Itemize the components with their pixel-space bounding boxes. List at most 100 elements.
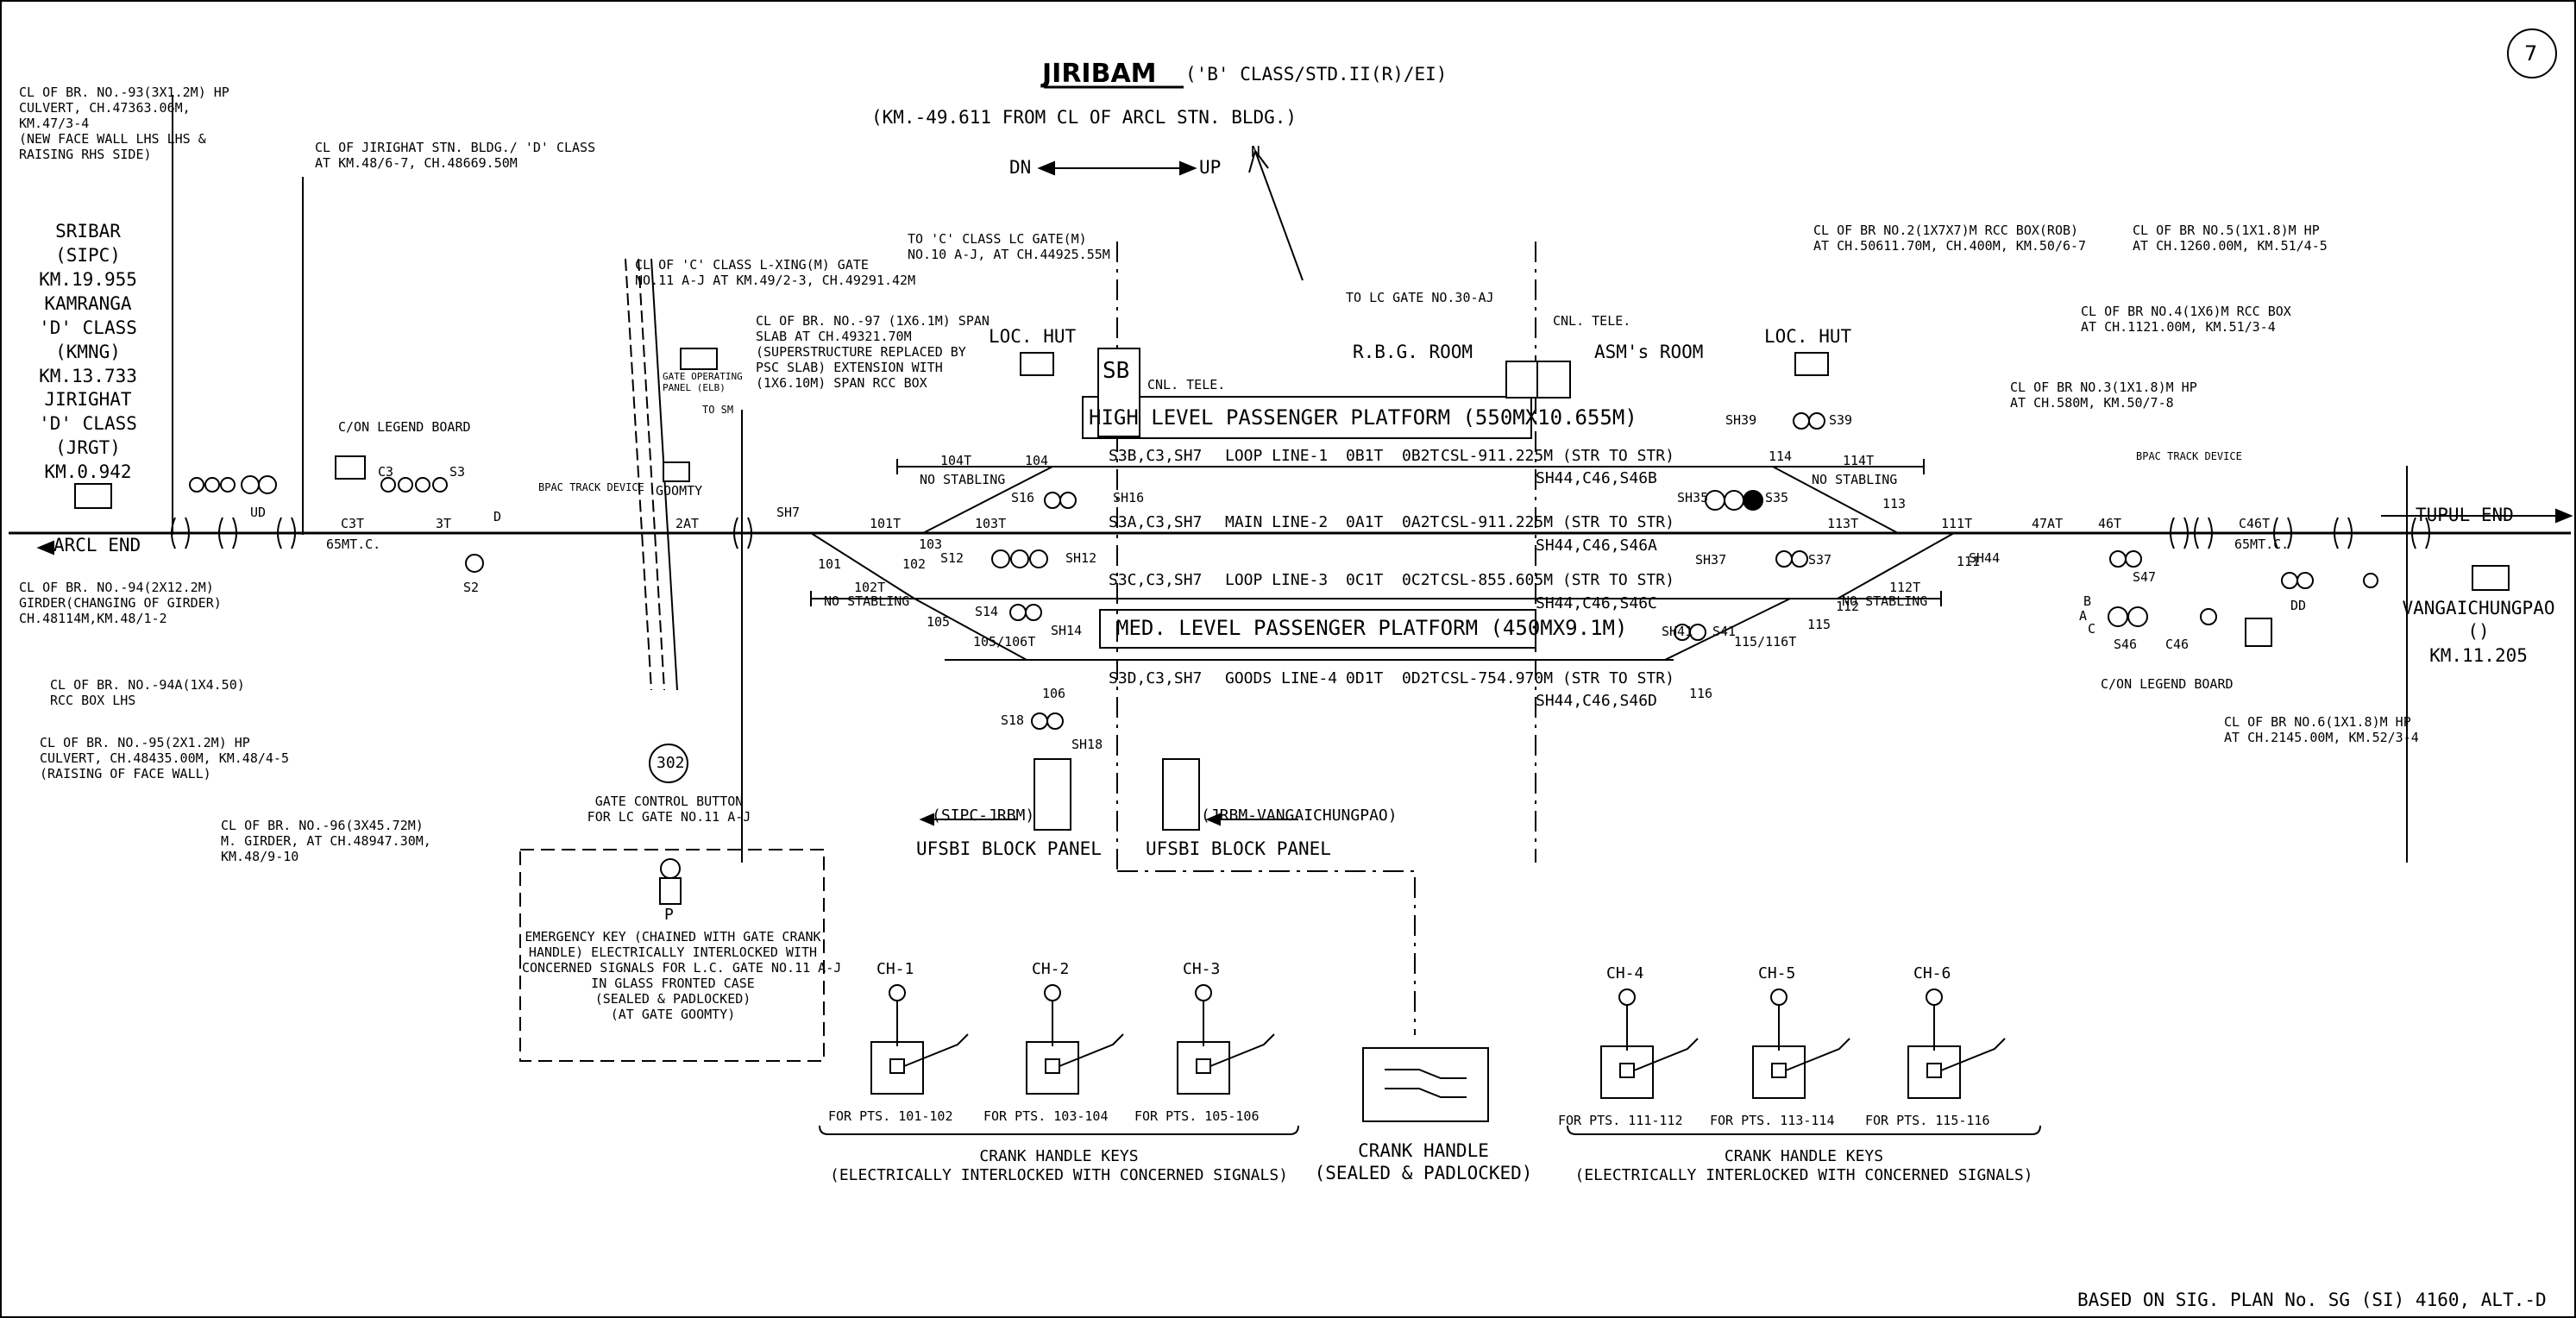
signal-label: SH14	[1051, 623, 1083, 638]
station-title: JIRIBAM	[1042, 59, 1157, 89]
track-circuit-label: 102T	[854, 580, 886, 595]
crank-key-id: CH-1	[876, 960, 914, 978]
crank-key-id: CH-5	[1758, 964, 1796, 982]
track-circuit-label: 65MT.C.	[2234, 537, 2290, 552]
point-number-label: 106	[1042, 686, 1066, 701]
crank-keys-note-left: (ELECTRICALLY INTERLOCKED WITH CONCERNED…	[829, 1166, 1288, 1184]
no-stabling-2: NO STABLING	[824, 593, 910, 609]
crank-key-ring	[1770, 988, 1787, 1006]
crank-key-id: CH-6	[1913, 964, 1951, 982]
point-number-label: 102	[902, 556, 927, 572]
signal-label: S12	[940, 550, 964, 566]
crank-key-ring	[1044, 984, 1061, 1001]
signal-label: S41	[1712, 624, 1737, 639]
line3-route: S3C,C3,SH7	[1109, 571, 1203, 589]
signal-label: S37	[1808, 552, 1832, 568]
note-br3: CL OF BR NO.3(1X1.8)M HP AT CH.580M, KM.…	[2010, 380, 2197, 411]
crank-key-ring	[1618, 988, 1636, 1006]
line1-csl: CSL-911.225M (STR TO STR)	[1441, 447, 1674, 465]
station-km: (KM.-49.611 FROM CL OF ARCL STN. BLDG.)	[871, 107, 1297, 128]
legend-board-right	[2245, 618, 2272, 647]
line3-tracks: 0C1T 0C2T	[1346, 571, 1440, 589]
north-label: N	[1251, 143, 1260, 161]
no-stabling-4: NO STABLING	[1842, 593, 1928, 609]
station-marker-right	[2472, 565, 2510, 591]
crank-keys-title-left: CRANK HANDLE KEYS	[979, 1147, 1139, 1165]
point-number-label: 101	[818, 556, 842, 572]
rbg-room-box	[1505, 361, 1540, 399]
signal-heads	[189, 412, 2378, 730]
loc-hut-left-box	[1020, 352, 1054, 376]
line4-name: GOODS LINE-4	[1225, 669, 1338, 687]
signal-label: SH16	[1113, 490, 1145, 505]
track-circuit-label: C3T	[341, 516, 365, 531]
legend-board-left	[335, 455, 366, 480]
goomty-box	[663, 461, 690, 482]
track-circuit-label: 115/116T	[1734, 634, 1797, 650]
sheet-number: 7	[2524, 41, 2538, 66]
track-circuit-label: 47AT	[2032, 516, 2064, 531]
note-lxing: CL OF 'C' CLASS L-XING(M) GATE NO.11 A-J…	[635, 257, 916, 288]
signal-label: S14	[975, 604, 999, 619]
note-br93: CL OF BR. NO.-93(3X1.2M) HP CULVERT, CH.…	[19, 85, 229, 162]
track-circuit-label: 111T	[1941, 516, 1973, 531]
cnl-tele-left: CNL. TELE.	[1147, 377, 1226, 392]
signal-label: SH18	[1071, 737, 1103, 752]
signal-label: SH35	[1677, 490, 1709, 505]
line1-name: LOOP LINE-1	[1225, 447, 1329, 465]
line2-csl: CSL-911.225M (STR TO STR)	[1441, 513, 1674, 531]
crank-key-ring	[1195, 984, 1212, 1001]
block-panel-right: UFSBI BLOCK PANEL	[1146, 838, 1331, 859]
high-level-platform-outline	[1082, 396, 1532, 439]
crank-key-box	[870, 1041, 924, 1095]
track-circuit-label: 112T	[1889, 580, 1921, 595]
track-circuit-label: 113T	[1827, 516, 1859, 531]
crank-key-ring	[889, 984, 906, 1001]
crank-key-id: CH-2	[1032, 960, 1070, 978]
bpac-left-label: BPAC TRACK DEVICE	[538, 481, 644, 493]
signal-label: C46	[2165, 637, 2190, 652]
line2-route-back: SH44,C46,S46A	[1536, 537, 1657, 555]
signal-label: S35	[1765, 490, 1789, 505]
point-number-label: 103	[919, 537, 943, 552]
signal-label: S3	[449, 464, 466, 480]
bpac-right-label: BPAC TRACK DEVICE	[2136, 450, 2242, 462]
crank-keys-note-right: (ELECTRICALLY INTERLOCKED WITH CONCERNED…	[1574, 1166, 2033, 1184]
point-number-label: 105	[927, 614, 951, 630]
point-number-label: 111	[1957, 554, 1981, 569]
ml-platform-label: MED. LEVEL PASSENGER PLATFORM (450MX9.1M…	[1116, 616, 1628, 640]
crank-key-points: FOR PTS. 101-102	[828, 1108, 953, 1124]
crank-key-points: FOR PTS. 115-116	[1865, 1113, 1990, 1128]
signal-label: DD	[2290, 598, 2307, 613]
track-circuit-label: 103T	[975, 516, 1007, 531]
signal-label: S39	[1829, 412, 1853, 428]
c-on-legend-right: C/ON LEGEND BOARD	[2101, 676, 2234, 692]
ufsbi-block-panel-right-box	[1162, 758, 1200, 831]
signal-label: SH37	[1695, 552, 1727, 568]
crank-key-id: CH-3	[1183, 960, 1221, 978]
crank-key-points: FOR PTS. 103-104	[983, 1108, 1109, 1124]
crank-key-box	[1600, 1045, 1654, 1099]
track-circuit-label: 46T	[2098, 516, 2122, 531]
track-circuit-label: 65MT.C.	[326, 537, 381, 552]
line2-route: S3A,C3,SH7	[1109, 513, 1203, 531]
point-number-label: 112	[1836, 599, 1860, 614]
line3-name: LOOP LINE-3	[1225, 571, 1329, 589]
footer-note: BASED ON SIG. PLAN No. SG (SI) 4160, ALT…	[2077, 1290, 2547, 1310]
crossover-101-102	[810, 532, 915, 599]
point-number-label: 113	[1882, 496, 1907, 512]
note-to-c-class: TO 'C' CLASS LC GATE(M) NO.10 A-J, AT CH…	[908, 231, 1110, 262]
crank-keys-title-right: CRANK HANDLE KEYS	[1724, 1147, 1884, 1165]
sheet-number-circle	[2507, 28, 2557, 78]
crossover-115-116	[1664, 598, 1791, 661]
station-class: ('B' CLASS/STD.II(R)/EI)	[1185, 64, 1448, 85]
signal-label: S18	[1001, 712, 1025, 728]
crank-key-ring	[1926, 988, 1943, 1006]
signal-label: SH44	[1969, 550, 2001, 566]
loc-hut-right: LOC. HUT	[1764, 326, 1852, 347]
line4-route-back: SH44,C46,S46D	[1536, 692, 1657, 710]
crossover-105-106	[914, 598, 1027, 661]
loc-hut-right-box	[1794, 352, 1829, 376]
c-on-legend-left: C/ON LEGEND BOARD	[338, 419, 471, 435]
